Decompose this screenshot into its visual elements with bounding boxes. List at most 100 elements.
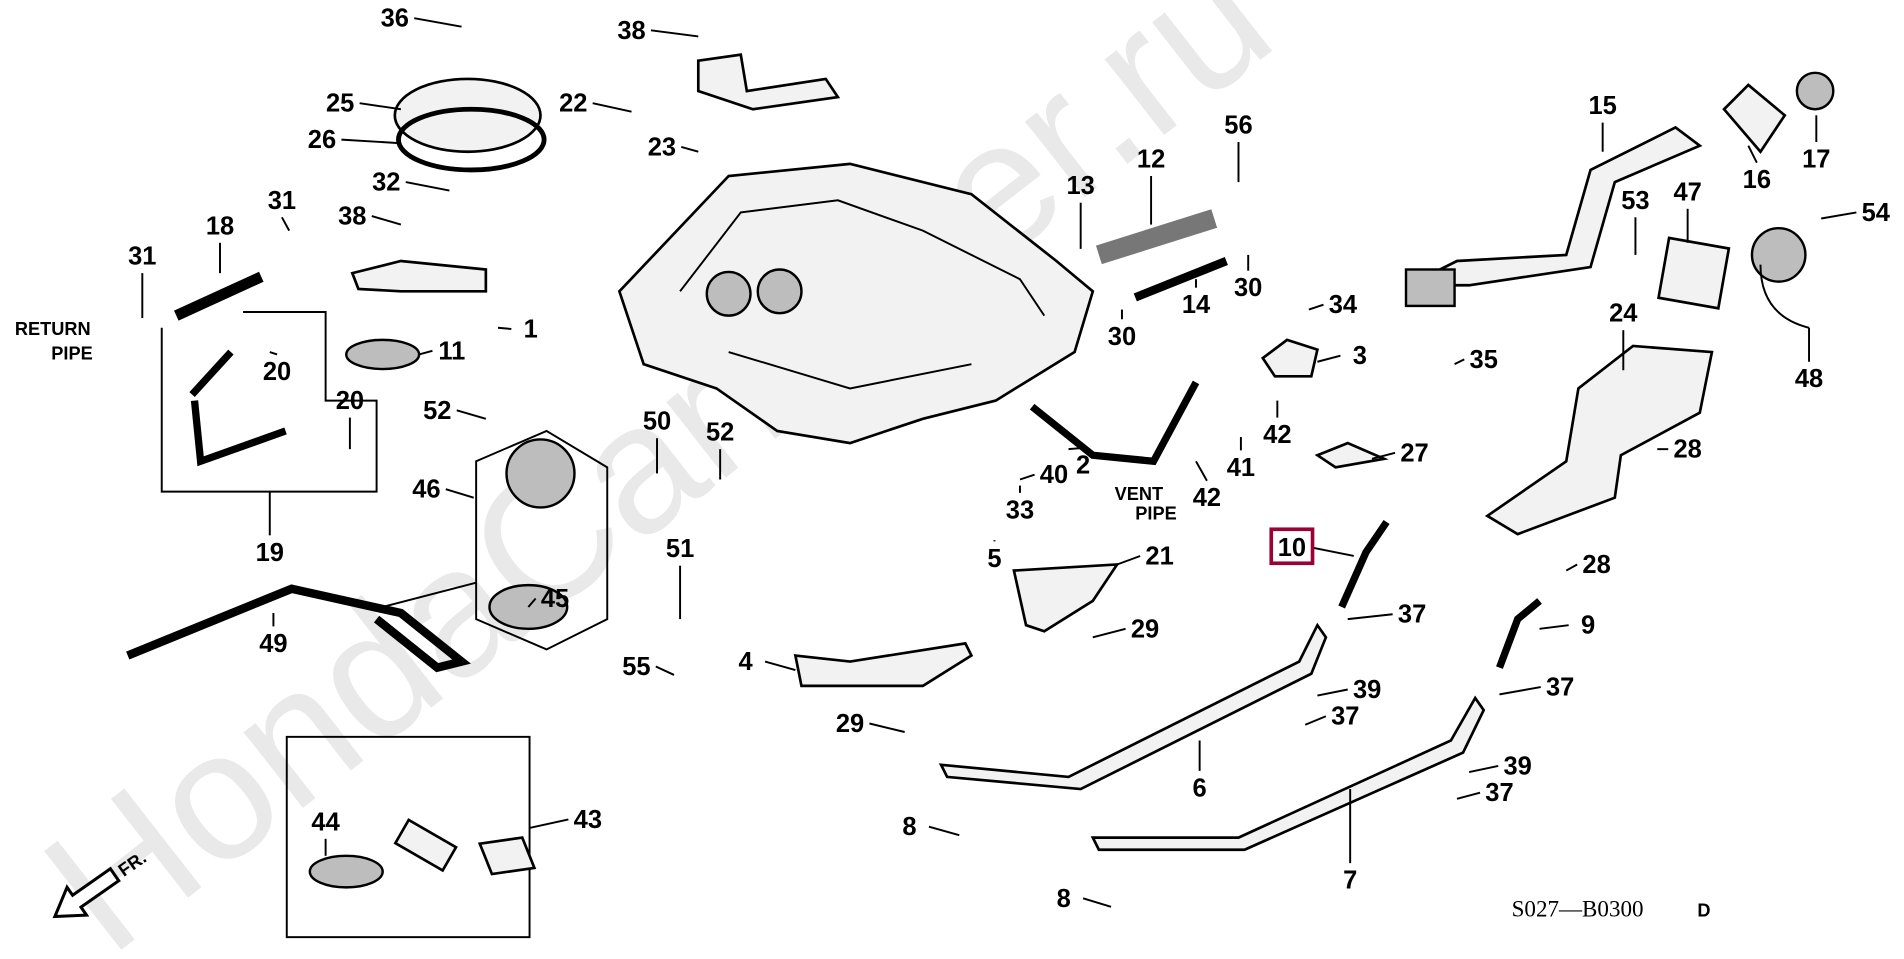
leader-line-29 (869, 722, 905, 733)
callout-30[interactable]: 30 (1108, 323, 1136, 351)
callout-1[interactable]: 1 (524, 315, 538, 343)
callout-34[interactable]: 34 (1329, 291, 1358, 319)
leader-line-25 (359, 102, 402, 111)
leader-line-40 (1019, 473, 1035, 481)
callout-5[interactable]: 5 (987, 545, 1001, 573)
callout-15[interactable]: 15 (1588, 92, 1616, 120)
callout-11[interactable]: 11 (438, 337, 465, 365)
callout-41[interactable]: 41 (1227, 454, 1255, 482)
leader-line-55 (655, 665, 675, 676)
callout-7[interactable]: 7 (1343, 867, 1357, 895)
callout-56[interactable]: 56 (1224, 112, 1252, 140)
callout-55[interactable]: 55 (622, 653, 650, 681)
leader-line-37 (1304, 715, 1327, 726)
callout-48[interactable]: 48 (1795, 365, 1823, 393)
callout-26[interactable]: 26 (308, 126, 336, 154)
callout-27[interactable]: 27 (1400, 439, 1428, 467)
note-return-pipe-line1: RETURN (15, 319, 91, 339)
callout-20[interactable]: 20 (336, 387, 364, 415)
callout-16[interactable]: 16 (1743, 166, 1771, 194)
callout-47[interactable]: 47 (1673, 178, 1701, 206)
callout-4[interactable]: 4 (739, 648, 754, 676)
callout-17[interactable]: 17 (1802, 146, 1830, 174)
leader-line-21 (1116, 555, 1141, 566)
callout-29[interactable]: 29 (1131, 615, 1159, 643)
callout-53[interactable]: 53 (1621, 187, 1649, 215)
callout-36[interactable]: 36 (381, 5, 409, 33)
callout-44[interactable]: 44 (311, 808, 340, 836)
callout-24[interactable]: 24 (1609, 300, 1638, 328)
callout-37[interactable]: 37 (1331, 703, 1359, 731)
leader-line-37 (1456, 791, 1481, 800)
leader-line-38 (371, 215, 402, 226)
callout-39[interactable]: 39 (1353, 676, 1381, 704)
callout-29[interactable]: 29 (836, 710, 864, 738)
leader-line-38 (650, 29, 699, 38)
clip-27 (1314, 441, 1389, 469)
callout-30[interactable]: 30 (1234, 274, 1262, 302)
leader-line-45 (527, 597, 537, 608)
callout-33[interactable]: 33 (1006, 496, 1034, 524)
leader-line-42 (1195, 460, 1208, 482)
highlight-box (1269, 527, 1315, 566)
callout-19[interactable]: 19 (256, 539, 284, 567)
leader-line-43 (529, 818, 569, 829)
callout-38[interactable]: 38 (617, 17, 645, 45)
callout-3[interactable]: 3 (1353, 342, 1367, 370)
callout-38[interactable]: 38 (338, 203, 366, 231)
callout-14[interactable]: 14 (1182, 291, 1211, 319)
cover-25 (393, 77, 542, 154)
callout-31[interactable]: 31 (128, 243, 156, 271)
callout-42[interactable]: 42 (1193, 484, 1221, 512)
fuel-tank (617, 162, 1095, 445)
callout-8[interactable]: 8 (1057, 885, 1071, 913)
callout-23[interactable]: 23 (648, 133, 676, 161)
tank-strap-6 (938, 622, 1328, 791)
callout-52[interactable]: 52 (706, 419, 734, 447)
leader-line-36 (414, 17, 462, 28)
callout-8[interactable]: 8 (902, 813, 916, 841)
callout-6[interactable]: 6 (1193, 774, 1207, 802)
callout-50[interactable]: 50 (643, 408, 671, 436)
callout-13[interactable]: 13 (1066, 172, 1094, 200)
leader-line-54 (1821, 211, 1857, 220)
callout-31[interactable]: 31 (268, 187, 296, 215)
callout-52[interactable]: 52 (423, 397, 451, 425)
callout-40[interactable]: 40 (1040, 461, 1068, 489)
callout-43[interactable]: 43 (574, 806, 602, 834)
leader-lines (141, 17, 1857, 908)
box-19 (160, 311, 378, 493)
callout-37[interactable]: 37 (1546, 674, 1574, 702)
leader-line-39 (1317, 688, 1348, 697)
note-vent-pipe-line2: PIPE (1135, 504, 1176, 524)
callout-51[interactable]: 51 (666, 535, 694, 563)
callout-54[interactable]: 54 (1862, 199, 1891, 227)
callout-28[interactable]: 28 (1673, 436, 1701, 464)
callout-37[interactable]: 37 (1485, 779, 1513, 807)
leader-line-27 (1371, 451, 1396, 460)
callout-45[interactable]: 45 (541, 585, 569, 613)
callout-35[interactable]: 35 (1470, 346, 1498, 374)
callout-46[interactable]: 46 (412, 476, 440, 504)
callout-9[interactable]: 9 (1581, 612, 1595, 640)
callout-20[interactable]: 20 (263, 358, 291, 386)
callout-39[interactable]: 39 (1504, 752, 1532, 780)
callout-25[interactable]: 25 (326, 90, 354, 118)
callout-10[interactable]: 10 (1278, 534, 1306, 562)
callout-2[interactable]: 2 (1076, 451, 1090, 479)
callout-42[interactable]: 42 (1263, 421, 1291, 449)
callout-12[interactable]: 12 (1137, 146, 1165, 174)
callout-28[interactable]: 28 (1582, 551, 1610, 579)
callout-21[interactable]: 21 (1145, 542, 1173, 570)
callout-49[interactable]: 49 (259, 630, 287, 658)
callout-32[interactable]: 32 (372, 169, 400, 197)
strap-bolt-10 (1338, 519, 1390, 609)
leader-line-2 (1068, 446, 1084, 451)
hose-49 (126, 584, 471, 673)
leader-line-8 (1082, 897, 1112, 908)
callout-37[interactable]: 37 (1398, 601, 1426, 629)
callout-18[interactable]: 18 (206, 212, 234, 240)
box-46 (382, 429, 609, 651)
callout-22[interactable]: 22 (559, 90, 587, 118)
box-43 (285, 735, 531, 939)
